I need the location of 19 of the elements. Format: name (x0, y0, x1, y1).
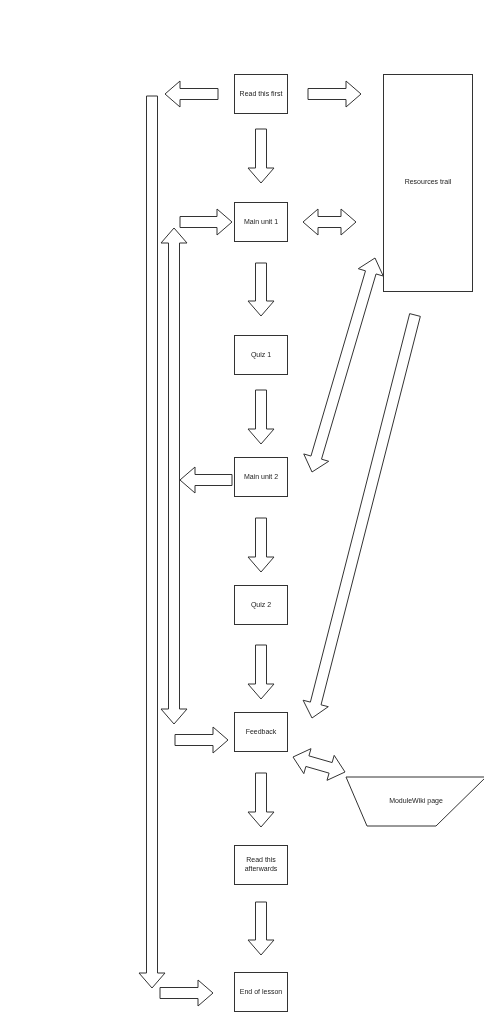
block-arrow (247, 772, 275, 828)
block-arrow (247, 128, 275, 184)
block-arrow (247, 517, 275, 573)
block-arrow (138, 95, 166, 989)
block-arrow (247, 644, 275, 700)
block-arrow (160, 227, 188, 725)
block-arrow (247, 901, 275, 956)
block-arrow (247, 262, 275, 317)
block-arrow (159, 979, 214, 1007)
block-arrow (303, 257, 384, 473)
block-arrow (247, 389, 275, 445)
block-arrow (179, 466, 233, 494)
block-arrow (174, 726, 229, 754)
block-arrow (307, 80, 362, 108)
block-arrow (164, 80, 219, 108)
block-arrow (302, 313, 421, 719)
block-arrow (302, 208, 357, 236)
block-arrow (179, 208, 233, 236)
block-arrow (292, 748, 346, 781)
